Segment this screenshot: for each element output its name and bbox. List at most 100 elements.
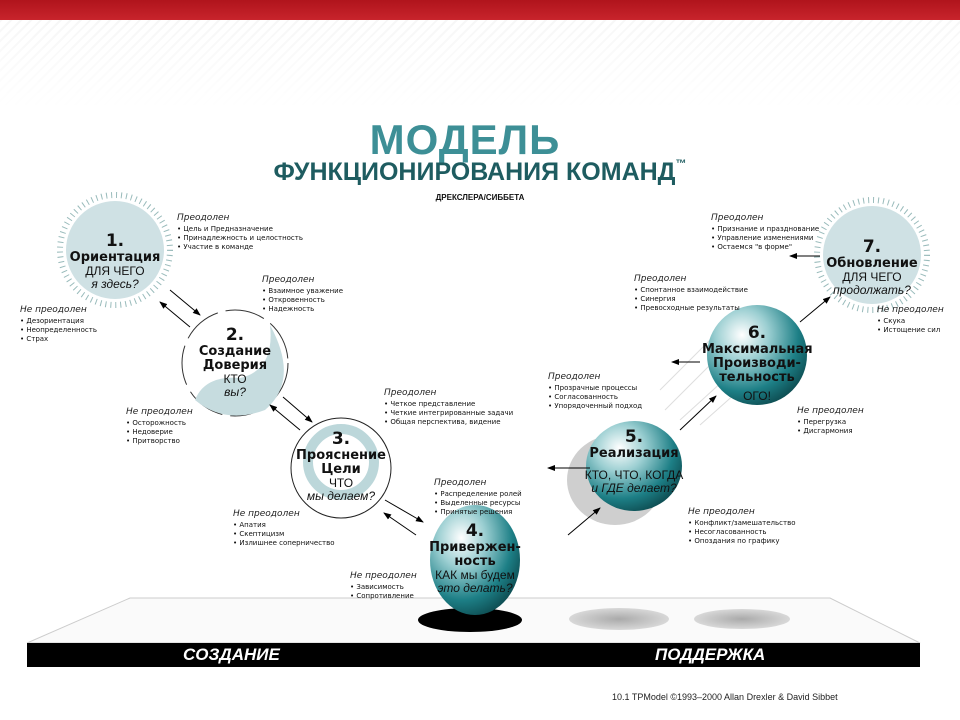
list-item: Признание и празднование <box>711 225 819 234</box>
stage-1-rays <box>57 192 173 308</box>
stage-1-label: 1. Ориентация ДЛЯ ЧЕГО я здесь? <box>65 232 165 291</box>
note-heading: Не преодолен <box>797 406 864 416</box>
list-item: Скептицизм <box>233 530 335 539</box>
title-line2: ФУНКЦИОНИРОВАНИЯ КОМАНД™ <box>0 158 960 187</box>
stage-4-resolved: ПреодоленРаспределение ролейВыделенные р… <box>434 479 522 517</box>
stage-4-question-2: это делать? <box>437 581 513 596</box>
list-item: Общая перспектива, видение <box>384 418 513 427</box>
list-item: Перегрузка <box>797 418 864 427</box>
list-item: Излишнее соперничество <box>233 539 334 548</box>
list-item: Синергия <box>634 295 748 304</box>
note-heading: Преодолен <box>434 478 487 488</box>
list-item: Несогласованность <box>688 528 795 537</box>
note-heading: Не преодолен <box>20 305 87 315</box>
list-item: Прозрачные процессы <box>548 384 642 393</box>
stage-2-resolved: ПреодоленВзаимное уважениеОткровенностьН… <box>262 276 343 314</box>
trademark: ™ <box>675 158 687 170</box>
list-item: Четкое представление <box>384 400 513 409</box>
stage-3-number: 3. <box>331 429 351 449</box>
note-heading: Не преодолен <box>350 571 417 581</box>
stage-2-unresolved: Не преодоленОсторожностьНедовериеПритвор… <box>126 408 193 446</box>
stage-6-name: Максимальная Производи-тельность <box>702 341 813 386</box>
stage-5-sphere <box>586 421 682 511</box>
list-item: Взаимное уважение <box>262 287 343 296</box>
stage-2-number: 2. <box>225 325 245 345</box>
stage-7-resolved: ПреодоленПризнание и празднованиеУправле… <box>711 214 819 252</box>
stage-4-number: 4. <box>465 521 485 541</box>
list-item: Неопределенность <box>20 326 97 335</box>
top-stripes <box>0 20 960 110</box>
stage-3-name: Прояснение Цели <box>296 447 386 477</box>
list-item: Цель и Предназначение <box>177 225 303 234</box>
note-heading: Преодолен <box>262 275 315 285</box>
stage-3-resolved: ПреодоленЧеткое представлениеЧеткие инте… <box>384 389 513 427</box>
stage-6-resolved: ПреодоленСпонтанное взаимодействиеСинерг… <box>634 275 748 313</box>
stage-4-question: КАК мы будем <box>435 568 515 583</box>
list-item: Остаемся "в форме" <box>711 243 819 252</box>
note-heading: Преодолен <box>634 274 687 284</box>
stage-1-resolved: ПреодоленЦель и ПредназначениеПринадлежн… <box>177 214 303 252</box>
title-line1: МОДЕЛЬ <box>369 116 561 163</box>
stage-6-number: 6. <box>747 323 767 343</box>
stage-7-question: ДЛЯ ЧЕГО <box>842 269 902 284</box>
stage-5-label: 5. Реализация КТО, ЧТО, КОГДА и ГДЕ дела… <box>584 428 684 495</box>
stage-7-rays <box>814 197 930 313</box>
stage-2-question: КТО <box>223 372 247 387</box>
stage-5-name: Реализация <box>589 445 679 461</box>
stage-6-question: ОГО! <box>743 388 771 403</box>
list-item: Опоздания по графику <box>688 537 795 546</box>
note-heading: Преодолен <box>384 388 437 398</box>
stage-5-question-2: и ГДЕ делает? <box>591 481 677 496</box>
stage-1-question-2: я здесь? <box>91 277 139 292</box>
list-item: Истощение сил <box>877 326 944 335</box>
stage-2-label: 2. Создание Доверия КТО вы? <box>195 326 275 400</box>
shadow-4 <box>418 608 522 632</box>
stage-3-unresolved: Не преодоленАпатияСкептицизмИзлишнее соп… <box>233 510 335 548</box>
list-item: Надежность <box>262 305 343 314</box>
stage-6-unresolved: Не преодоленПерегрузкаДисгармония <box>797 407 864 436</box>
list-item: Выделенные ресурсы <box>434 499 522 508</box>
list-item: Спонтанное взаимодействие <box>634 286 748 295</box>
stage-6-sphere <box>707 305 807 405</box>
list-item: Страх <box>20 335 97 344</box>
stage-5-resolved: ПреодоленПрозрачные процессыСогласованно… <box>548 373 642 411</box>
note-heading: Не преодолен <box>877 305 944 315</box>
stage-5-number: 5. <box>624 427 644 447</box>
label-creation: СОЗДАНИЕ <box>183 645 280 664</box>
stage-5-question: КТО, ЧТО, КОГДА <box>584 467 684 482</box>
note-heading: Не преодолен <box>126 407 193 417</box>
list-item: Дисгармония <box>797 427 864 436</box>
stage-7-question-2: продолжать? <box>833 283 911 298</box>
stage-1-question: ДЛЯ ЧЕГО <box>85 263 145 278</box>
stage-7-number: 7. <box>862 237 882 257</box>
list-item: Сопротивление <box>350 592 417 601</box>
list-item: Апатия <box>233 521 335 530</box>
shadow-6 <box>694 609 790 629</box>
stage-6-label: 6. Максимальная Производи-тельность ОГО! <box>702 323 813 403</box>
list-item: Управление изменениями <box>711 234 819 243</box>
list-item: Дезориентация <box>20 317 97 326</box>
list-item: Упорядоченный подход <box>548 402 642 411</box>
title-authors: ДРЕКСЛЕРА/СИББЕТА <box>435 193 525 202</box>
title-line2-text: ФУНКЦИОНИРОВАНИЯ КОМАНД <box>273 158 676 186</box>
note-heading: Не преодолен <box>688 507 755 517</box>
stage-2-name: Создание Доверия <box>198 343 272 373</box>
stage-7-unresolved: Не преодоленСкукаИстощение сил <box>877 306 944 335</box>
stage-7-label: 7. Обновление ДЛЯ ЧЕГО продолжать? <box>822 238 922 297</box>
stage-2-swirl <box>195 325 284 416</box>
top-red-bar <box>0 0 960 20</box>
list-item: Конфликт/замешательство <box>688 519 795 528</box>
list-item: Притворство <box>126 437 193 446</box>
stage-5-unresolved: Не преодоленКонфликт/замешательствоНесог… <box>688 508 795 546</box>
note-heading: Преодолен <box>548 372 601 382</box>
stage-3-question-2: мы делаем? <box>306 489 376 504</box>
list-item: Осторожность <box>126 419 193 428</box>
arrows <box>159 253 831 536</box>
stage-3-question: ЧТО <box>328 476 354 491</box>
stage-1-circle <box>66 201 164 299</box>
stage-3-label: 3. Прояснение Цели ЧТО мы делаем? <box>296 430 386 504</box>
shadow-5 <box>569 608 669 630</box>
list-item: Участие в команде <box>177 243 303 252</box>
stage-1-unresolved: Не преодоленДезориентацияНеопределенност… <box>20 306 97 344</box>
